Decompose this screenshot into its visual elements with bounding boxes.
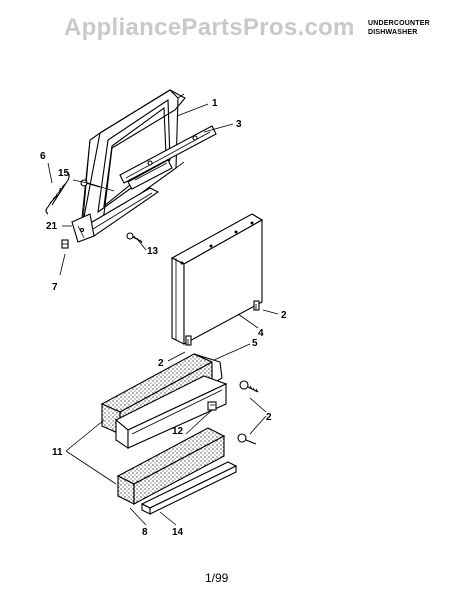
callout-12: 12 [172,426,184,437]
callout-14: 14 [172,527,184,538]
part-lower-panel [116,427,226,505]
callout-1: 1 [212,98,218,109]
diagram-title-line1: UNDERCOUNTER [368,20,430,27]
callout-8: 8 [142,527,148,538]
part-screw-13 [126,232,143,244]
part-inner-bracket [115,375,228,450]
watermark: AppliancePartsPros.com [64,14,355,41]
part-screw-2-middle [185,335,192,346]
part-screw-2-lower [237,380,259,445]
part-screw-2-upper [253,300,260,311]
part-hinge [71,213,95,243]
page-number: 1/99 [205,571,229,585]
callout-11: 11 [52,447,63,458]
leader-lines [47,103,279,526]
callout-13: 13 [147,246,159,257]
part-door-spring [45,170,70,215]
callout-2-lower: 2 [266,412,272,423]
callout-2-upper: 2 [281,310,287,321]
callout-4: 4 [258,328,264,339]
callout-5: 5 [252,338,258,349]
diagram-title-line2: DISHWASHER [368,29,418,36]
callout-7: 7 [52,282,58,293]
part-vent-bracket [119,125,217,190]
callout-6: 6 [40,151,46,162]
part-door-panel [170,213,264,345]
part-trim-strip [140,461,238,515]
part-bumper [61,239,69,249]
callout-2-middle: 2 [158,358,164,369]
callout-3: 3 [236,119,242,130]
callout-21: 21 [46,221,58,232]
callout-15: 15 [58,168,70,179]
